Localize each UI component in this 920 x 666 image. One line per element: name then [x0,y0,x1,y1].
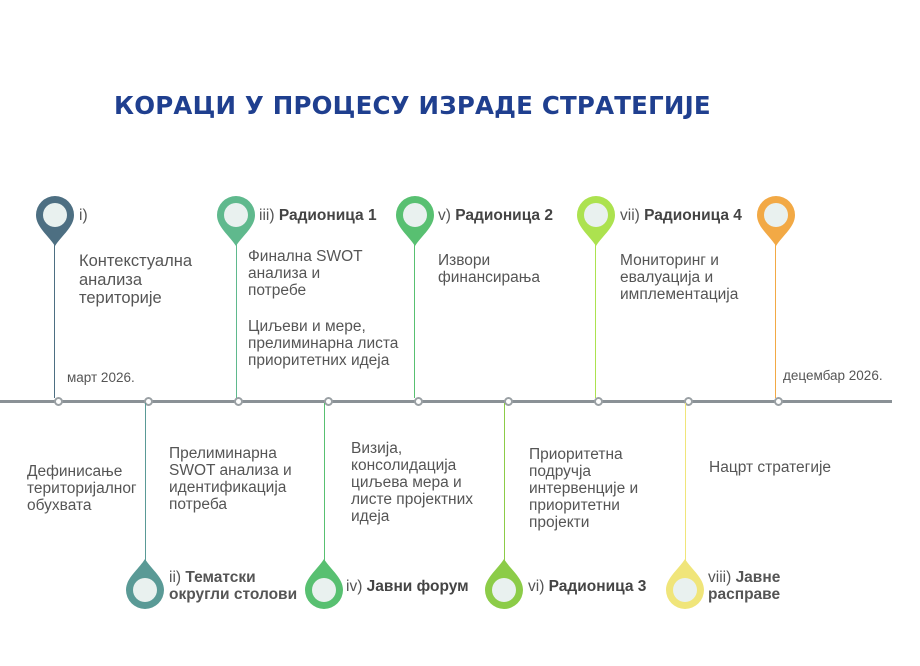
timeline-tick [234,397,243,406]
step-3-name: Радионица 1 [278,207,377,224]
step-7-marker-icon [575,195,617,247]
step-8-marker-icon [664,558,706,610]
timeline-tick [414,397,423,406]
step-7-label: vii) Радионица 4 [620,207,742,224]
step-1-stem [54,240,55,398]
end-stem [775,240,776,398]
step-3-note-2: Циљеви и мере, прелиминарна листа приори… [248,318,399,369]
step-2-note: Дефинисање територијалног обухвата [27,463,137,514]
page-title: КОРАЦИ У ПРОЦЕСУ ИЗРАДЕ СТРАТЕГИЈЕ [114,91,711,120]
step-6-stem [504,403,505,565]
step-7-note: Мониторинг и евалуација и имплементација [620,252,739,303]
step-5-note: Извори финансирања [438,252,541,286]
step-6-note: Визија, консолидација циљева мера и лист… [351,440,474,525]
step-3-label: iii) Радионица 1 [259,207,377,224]
step-2-name: Тематски округли столови [169,569,298,603]
timeline-tick [594,397,603,406]
step-6-label: vi) Радионица 3 [528,578,646,595]
step-8-name: Јавне расправе [708,569,781,603]
step-4-name: Јавни форум [366,578,469,595]
step-8-stem [685,403,686,565]
timeline-tick [504,397,513,406]
timeline-tick [324,397,333,406]
start-date: март 2026. [67,370,135,385]
timeline-tick [774,397,783,406]
end-date: децембар 2026. [783,368,883,383]
step-7-name: Радионица 4 [644,207,742,224]
step-7-number: vii) [620,207,640,224]
step-1-marker-icon [34,195,76,247]
step-2-label: ii) Тематски округли столови [169,569,309,603]
step-3-marker-icon [215,195,257,247]
step-6-name: Радионица 3 [548,578,647,595]
step-6-number: vi) [528,578,545,595]
step-4-marker-icon [303,558,345,610]
step-8-note-1: Приоритетна подручја интервенције и прио… [529,446,639,531]
step-5-name: Радионица 2 [455,207,553,224]
timeline-tick [54,397,63,406]
step-5-label: v) Радионица 2 [438,207,553,224]
timeline-tick [144,397,153,406]
step-1-number: i) [79,207,88,224]
step-7-stem [595,240,596,398]
step-3-note-1: Финална SWOT анализа и потребе [248,248,363,299]
step-6-marker-icon [483,558,525,610]
step-5-number: v) [438,207,451,224]
step-8-label: viii) Јавне расправе [708,569,798,603]
step-4-stem [324,403,325,565]
step-5-marker-icon [394,195,436,247]
timeline-axis [0,400,892,403]
step-1-note: Контекстуална анализа територије [79,252,193,307]
step-4-number: iv) [346,578,363,595]
timeline-tick [684,397,693,406]
step-8-number: viii) [708,569,732,586]
step-2-stem [145,403,146,565]
step-4-label: iv) Јавни форум [346,578,469,595]
step-2-marker-icon [124,558,166,610]
step-4-note: Прелиминарна SWOT анализа и идентификаци… [169,445,292,513]
step-3-number: iii) [259,207,275,224]
step-1-label: i) [79,207,88,224]
step-5-stem [414,240,415,398]
step-2-number: ii) [169,569,182,586]
end-marker-icon [755,195,797,247]
step-3-stem [236,240,237,398]
step-8-note-2: Нацрт стратегије [709,459,832,476]
